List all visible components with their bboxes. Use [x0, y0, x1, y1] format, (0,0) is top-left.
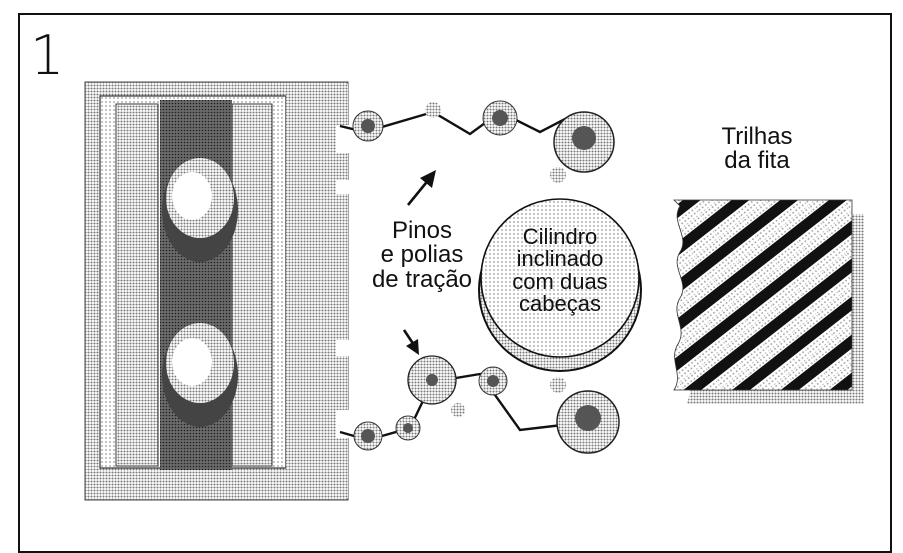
pulley-icon — [395, 415, 421, 441]
pulley-icon — [478, 366, 508, 396]
label-tape-tracks: Trilhas da fita — [712, 123, 802, 175]
pulley-icon — [353, 421, 383, 451]
figure-number: 1 — [30, 24, 65, 87]
label-line: e polias — [380, 241, 464, 269]
label-pins-and-pulleys: Pinos e polias de tração — [368, 217, 476, 293]
label-cylinder: Cilindro inclinado com duas cabeças — [490, 224, 630, 317]
reel-top — [162, 158, 238, 262]
pin-icon — [550, 377, 566, 393]
label-line: Cilindro — [522, 224, 598, 249]
pin-icon — [451, 403, 465, 417]
head-cylinder — [478, 198, 642, 372]
label-line: cabeças — [519, 291, 601, 317]
pin-icon — [425, 102, 441, 118]
pulley-icon — [407, 355, 457, 405]
pin-icon — [550, 167, 566, 183]
cassette — [84, 81, 350, 501]
label-line: de tração — [371, 265, 473, 293]
label-line: com duas — [512, 268, 608, 294]
label-line: Pinos — [391, 217, 453, 244]
reel-bottom — [162, 323, 238, 427]
arrow-down-icon — [402, 329, 419, 355]
tape-tracks-swatch — [673, 199, 864, 404]
pulley-icon — [352, 110, 384, 142]
pulley-icon — [553, 111, 615, 173]
label-line: Trilhas — [721, 123, 793, 150]
pulley-icon — [556, 390, 620, 454]
label-line: da fita — [724, 147, 790, 175]
arrow-up-icon — [406, 170, 436, 206]
pulley-icon — [482, 100, 518, 136]
label-line: inclinado — [516, 246, 604, 272]
